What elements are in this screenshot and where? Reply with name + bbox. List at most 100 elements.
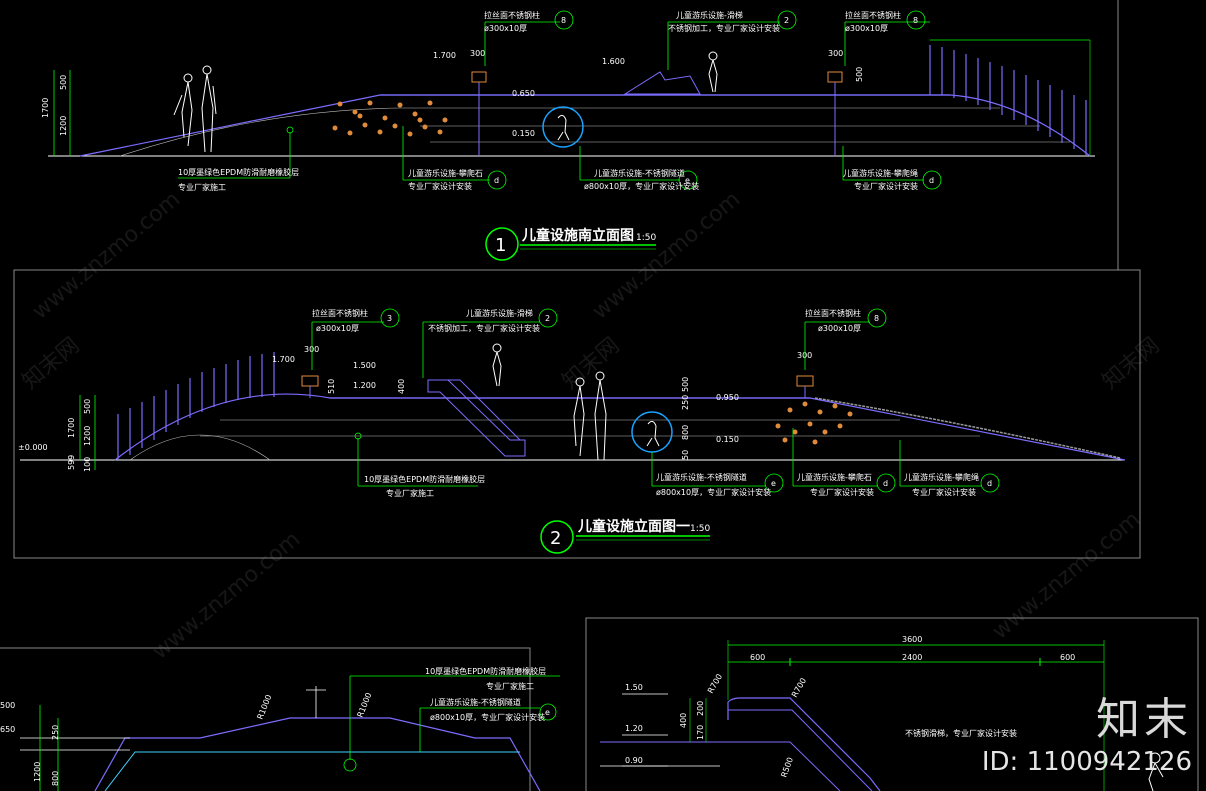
people-silhouette (173, 51, 718, 153)
drawing-title: 儿童设施立面图一 (577, 518, 690, 535)
callout-label: 儿童游乐设施-不锈钢隧道 (656, 472, 747, 482)
dim-label: 400 (397, 379, 406, 394)
brand-watermark: 知末 ID: 1100942126 (982, 683, 1192, 777)
dim-label: ±0.000 (18, 443, 48, 452)
dim-label: 2400 (902, 653, 922, 662)
dim-label: 50 (681, 450, 690, 460)
dim-label: 500 (59, 75, 68, 90)
dim-label: 0.90 (625, 756, 643, 765)
callout-label: ø800x10厚，专业厂家设计安装 (430, 712, 545, 722)
dim-label: 599 (67, 455, 76, 470)
callout-bubble: d (494, 176, 499, 185)
dim-label: R500 (779, 756, 795, 779)
dim-label: 1.50 (625, 683, 643, 692)
people-silhouette (492, 343, 607, 461)
callout-label: ø800x10厚，专业厂家设计安装 (656, 487, 771, 497)
climbing-stones (332, 100, 448, 137)
dim-label: 800 (51, 771, 60, 786)
callout-label: 儿童游乐设施-滑梯 (466, 308, 533, 318)
callout-label: 儿童游乐设施-不锈钢隧道 (430, 697, 521, 707)
dim-label: 510 (327, 379, 336, 394)
drawing-title: 儿童设施南立面图 (521, 227, 634, 244)
callout-label: 10厚墨绿色EPDM防滑耐磨橡胶层 (178, 167, 299, 177)
watermark: www.znzmo.com (28, 187, 185, 325)
dim-label: 3600 (902, 635, 922, 644)
callout-bubble: d (883, 479, 888, 488)
dim-label: 1700 (67, 418, 76, 438)
drawing-number: 1 (495, 235, 506, 256)
dim-label: 1.600 (602, 57, 625, 66)
callout-label: 拉丝面不锈钢柱 (312, 308, 368, 318)
callout-label: 儿童游乐设施-攀爬石 (797, 472, 872, 482)
dim-label: R700 (706, 672, 724, 695)
callout-label: ø300x10厚 (484, 24, 527, 33)
callout-bubble: e (771, 479, 776, 488)
callout-label: 专业厂家设计安装 (408, 181, 472, 191)
callout-bubble: 2 (545, 314, 550, 323)
dim-label: 1.200 (353, 381, 376, 390)
callout-label: ø300x10厚 (818, 324, 861, 333)
tunnel-ring (542, 106, 584, 148)
callout-label: ø300x10厚 (845, 24, 888, 33)
dim-label: 600 (750, 653, 765, 662)
dim-label: 1200 (33, 762, 42, 782)
tunnel-ring (631, 411, 673, 453)
callout-label: 拉丝面不锈钢柱 (845, 10, 901, 20)
drawing-scale: 1:50 (690, 524, 710, 534)
callout-bubble: e (685, 176, 690, 185)
callout-label: 专业厂家设计安装 (854, 181, 918, 191)
dim-label: 0.950 (716, 393, 739, 402)
callout-label: ø800x10厚，专业厂家设计安装 (584, 181, 699, 191)
callout-label: 不锈钢加工，专业厂家设计安装 (428, 323, 540, 333)
dim-label: 1.700 (272, 355, 295, 364)
callout-label: 专业厂家施工 (486, 681, 534, 691)
climbing-stones (775, 401, 853, 445)
dim-label: R1000 (356, 691, 374, 718)
dim-label: 1200 (59, 116, 68, 136)
callout-label: 专业厂家设计安装 (810, 487, 874, 497)
callout-label: 专业厂家施工 (386, 488, 434, 498)
dim-label: 1.500 (353, 361, 376, 370)
watermark-cn: 知末网 (558, 333, 625, 395)
dim-label: 400 (679, 713, 688, 728)
callout-label: ø300x10厚 (316, 324, 359, 333)
watermark: www.znzmo.com (988, 507, 1145, 645)
drawing-1-south-elevation: 1700 500 1200 300 300 1.700 1.600 0.650 … (41, 0, 1119, 270)
callout-label: 儿童游乐设施-攀爬绳 (904, 472, 979, 482)
dim-label: R1000 (256, 693, 274, 720)
dim-label: 200 (696, 701, 705, 716)
callout-label: 儿童游乐设施-攀爬石 (408, 168, 483, 178)
callout-bubble: 3 (387, 314, 392, 323)
dim-label: 1700 (41, 98, 50, 118)
callout-label: 儿童游乐设施-攀爬绳 (843, 168, 918, 178)
callout-label: 不锈钢加工，专业厂家设计安装 (668, 23, 780, 33)
callout-label: 拉丝面不锈钢柱 (484, 10, 540, 20)
dim-label: 300 (828, 49, 843, 58)
callout-label: 10厚墨绿色EPDM防滑耐磨橡胶层 (364, 474, 485, 484)
dim-label: 250 (51, 725, 60, 740)
dim-label: 500 (83, 399, 92, 414)
callout-bubble: 8 (913, 16, 918, 25)
dim-label: 300 (470, 49, 485, 58)
dim-label: 170 (696, 725, 705, 740)
dim-label: 500 (855, 67, 864, 82)
dim-label: 0.150 (512, 129, 535, 138)
dim-label: 800 (681, 425, 690, 440)
dim-label: 600 (1060, 653, 1075, 662)
dim-label: 650 (0, 725, 15, 734)
brand-logo: 知末 (1096, 694, 1192, 745)
person-silhouette (1148, 752, 1164, 791)
callout-bubble: 2 (784, 16, 789, 25)
callout-label: 儿童游乐设施-不锈钢隧道 (594, 168, 685, 178)
watermark-layer: www.znzmo.com www.znzmo.com www.znzmo.co… (18, 187, 1165, 665)
watermark: www.znzmo.com (148, 527, 305, 665)
dim-label: 1.700 (433, 51, 456, 60)
dim-label: 1.20 (625, 724, 643, 733)
callout-label: 专业厂家施工 (178, 182, 226, 192)
dim-label: 0.150 (716, 435, 739, 444)
callout-label: 拉丝面不锈钢柱 (805, 308, 861, 318)
callout-bubble: e (545, 708, 550, 717)
dim-label: 500 (681, 377, 690, 392)
watermark-cn: 知末网 (18, 333, 85, 395)
callout-bubble: d (929, 176, 934, 185)
